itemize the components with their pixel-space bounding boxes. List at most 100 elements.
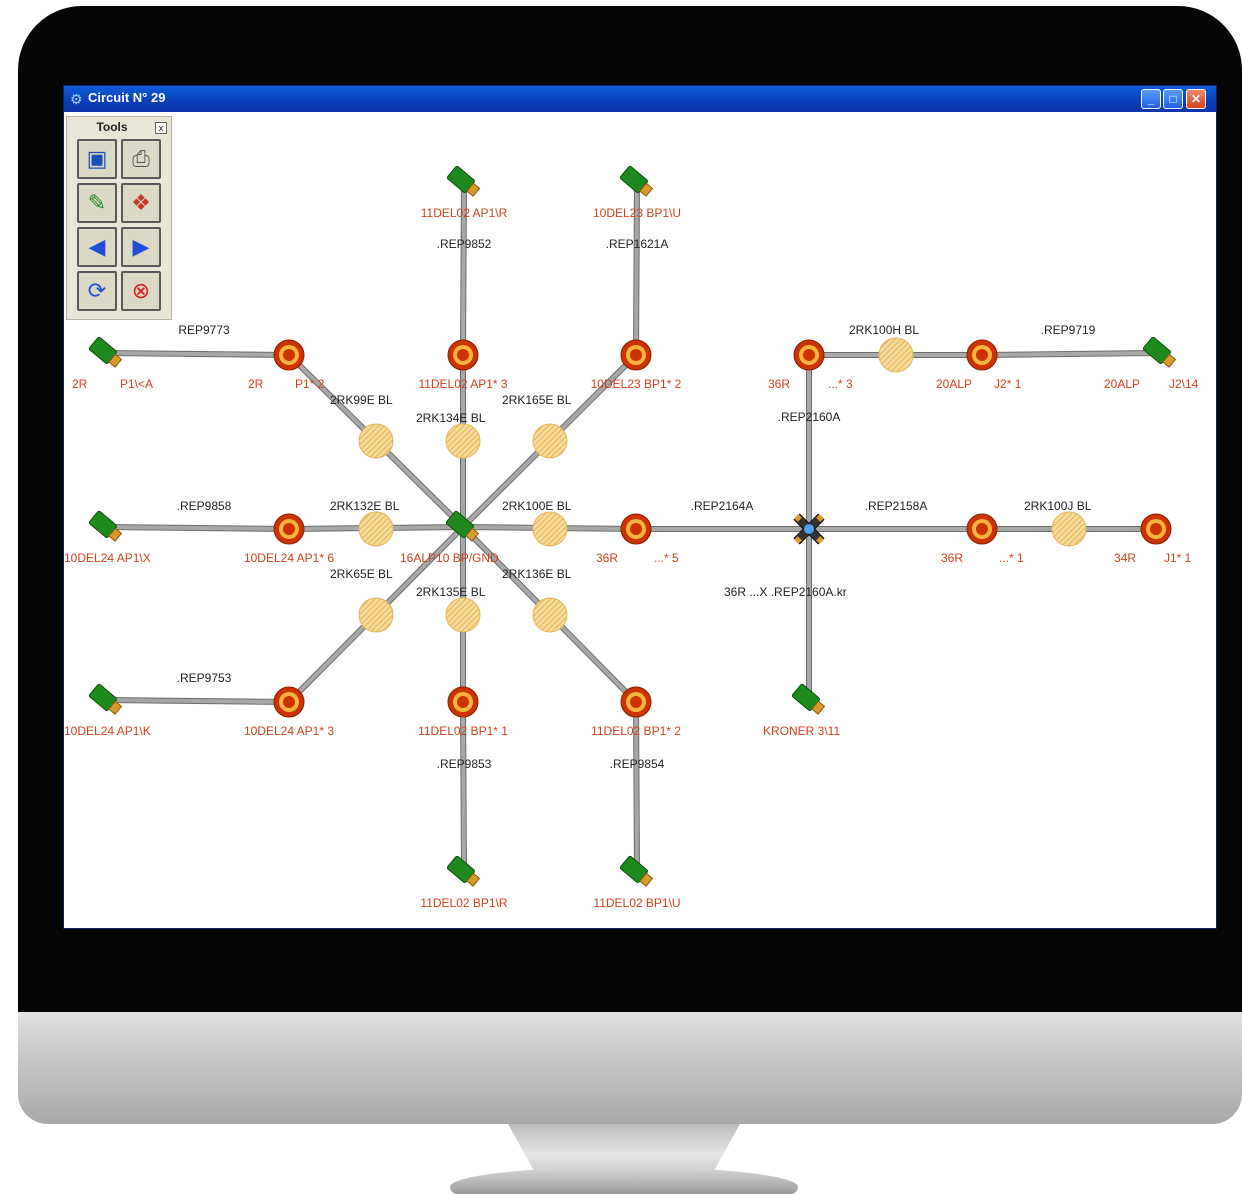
edit-button[interactable]: ✎	[77, 183, 117, 223]
splice-node	[358, 597, 394, 633]
terminal-core	[803, 349, 815, 361]
connector-label: 2R	[72, 377, 88, 391]
wire-label: REP9773	[178, 323, 230, 337]
junction-core	[804, 524, 814, 534]
terminal-core	[457, 349, 469, 361]
connector-label: 20ALP	[1104, 377, 1140, 391]
left-arrow-icon: ◀	[88, 234, 106, 259]
tools-palette: Tools x ▣ ⎙ ✎ ❖ ◀ ▶ ⟳ ⊗	[66, 116, 172, 320]
print-button[interactable]: ⎙	[121, 139, 161, 179]
wire-label: .REP2158A	[865, 499, 928, 513]
connector-label: P1\<A	[120, 377, 153, 391]
title-bar[interactable]: ⚙ Circuit N° 29 _ □ ✕	[64, 86, 1216, 112]
splice-label: 2RK65E BL	[330, 567, 393, 581]
save-button[interactable]: ▣	[77, 139, 117, 179]
terminal-core	[283, 523, 295, 535]
cancel-icon: ⊗	[131, 278, 151, 303]
terminal-label: P1* 2	[295, 377, 325, 391]
cancel-button[interactable]: ⊗	[121, 271, 161, 311]
connector-node	[446, 855, 481, 887]
tools-close-button[interactable]: x	[155, 122, 167, 134]
connector-node	[445, 510, 480, 542]
wire	[634, 701, 639, 873]
splice-label: 2RK165E BL	[502, 393, 572, 407]
monitor-stand-base	[450, 1168, 798, 1194]
wire-label: .REP9719	[1041, 323, 1096, 337]
connector-label: 11DEL02 BP1\R	[420, 896, 507, 910]
connector-label: J2\14	[1169, 377, 1199, 391]
terminal-label: J1* 1	[1164, 551, 1192, 565]
connector-label: 10DEL24 AP1\K	[64, 724, 151, 738]
splice-node	[358, 511, 394, 547]
connector-label: 11DEL02 BP1\U	[593, 896, 680, 910]
color-button[interactable]: ❖	[121, 183, 161, 223]
terminal-core	[976, 349, 988, 361]
floppy-disk-icon: ▣	[86, 146, 108, 171]
connector-node	[88, 336, 123, 368]
terminal-label: 10DEL24 AP1* 6	[244, 551, 334, 565]
terminal-label: 36R	[941, 551, 963, 565]
connector-label: 11DEL02 AP1\R	[421, 206, 508, 220]
minimize-button[interactable]: _	[1141, 89, 1161, 109]
terminal-core	[1150, 523, 1162, 535]
splice-label: 2RK99E BL	[330, 393, 393, 407]
terminal-core	[283, 349, 295, 361]
previous-button[interactable]: ◀	[77, 227, 117, 267]
connector-node	[619, 855, 654, 887]
next-button[interactable]: ▶	[121, 227, 161, 267]
connector-label: KRONER 3\11	[763, 724, 840, 738]
terminal-core	[283, 696, 295, 708]
paint-icon: ❖	[131, 190, 151, 215]
splice-label: 2RK135E BL	[416, 585, 486, 599]
terminal-core	[630, 523, 642, 535]
splice-node	[445, 423, 481, 459]
wire-label: .REP2160A	[778, 410, 841, 424]
connector-label: 10DEL24 AP1\X	[64, 551, 151, 565]
window-title: Circuit N° 29	[88, 90, 166, 105]
terminal-label: 36R	[596, 551, 618, 565]
wire-label: .REP2164A	[691, 499, 754, 513]
connector-node	[88, 510, 123, 542]
connector-node	[791, 683, 826, 715]
pencil-icon: ✎	[87, 190, 107, 215]
terminal-label: 10DEL23 BP1* 2	[591, 377, 682, 391]
printer-icon: ⎙	[132, 146, 150, 171]
wire-label: .REP9753	[177, 671, 232, 685]
splice-label: 2RK100E BL	[502, 499, 572, 513]
refresh-icon: ⟳	[87, 278, 107, 303]
splice-node	[358, 423, 394, 459]
terminal-label: 36R	[768, 377, 790, 391]
wire-label: .REP9858	[177, 499, 232, 513]
splice-label: 2RK136E BL	[502, 567, 572, 581]
terminal-label: 10DEL24 AP1* 3	[244, 724, 334, 738]
circuit-window: ⚙ Circuit N° 29 _ □ ✕ 11DEL02 AP1\R 10DEL…	[63, 85, 1217, 929]
wire-label: .REP9854	[610, 757, 665, 771]
wire	[461, 701, 466, 873]
wire-label: 36R ...X .REP2160A.kr	[724, 585, 847, 599]
wire	[981, 351, 1161, 357]
refresh-button[interactable]: ⟳	[77, 271, 117, 311]
wire	[105, 525, 290, 531]
connector-label: 10DEL23 BP1\U	[593, 206, 681, 220]
connector-node	[88, 683, 123, 715]
connector-node	[446, 165, 481, 197]
maximize-button[interactable]: □	[1163, 89, 1183, 109]
close-button[interactable]: ✕	[1186, 89, 1206, 109]
wire	[634, 181, 639, 356]
wire	[105, 351, 290, 357]
wire-label: .REP1621A	[606, 237, 669, 251]
terminal-label: ...* 1	[999, 551, 1024, 565]
splice-label: 2RK100H BL	[849, 323, 919, 337]
terminal-core	[630, 349, 642, 361]
connector-node	[619, 165, 654, 197]
wire-label: .REP9853	[437, 757, 492, 771]
terminal-core	[630, 696, 642, 708]
terminal-label: 11DEL02 BP1* 2	[591, 724, 681, 738]
terminal-label: ...* 3	[828, 377, 853, 391]
monitor-chin	[18, 1012, 1242, 1124]
terminal-core	[976, 523, 988, 535]
splice-node	[532, 423, 568, 459]
circuit-diagram: 11DEL02 AP1\R 10DEL23 BP1\U 2R P1\<A 20ALP J2…	[64, 165, 1199, 910]
terminal-label: ...* 5	[654, 551, 679, 565]
connector-node	[1142, 336, 1177, 368]
